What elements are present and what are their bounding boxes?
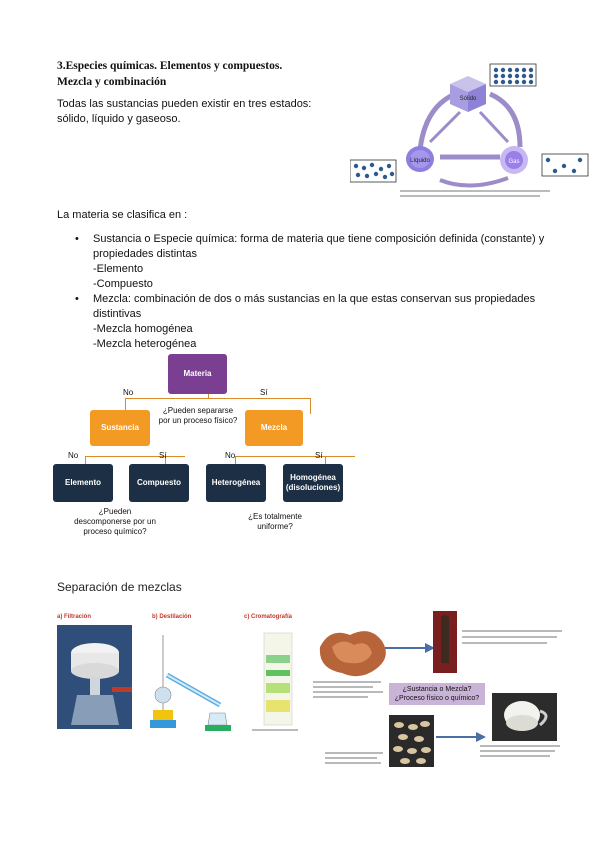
separation-title: Separación de mezclas <box>57 580 182 594</box>
liquid-label: Líquido <box>410 158 430 164</box>
solid-particles-icon <box>489 63 537 87</box>
solid-cube-icon <box>450 76 486 112</box>
filtration-label: a) Filtración <box>57 614 92 620</box>
tree-label-no: No <box>123 388 134 397</box>
tree-node-materia: Materia <box>168 354 227 394</box>
states-of-matter-diagram: Sólido Líquido Gas <box>350 63 589 197</box>
intro-paragraph: Todas las sustancias pueden existir en t… <box>57 98 312 125</box>
section-title-line1: 3.Especies químicas. Elementos y compues… <box>57 60 283 72</box>
liquid-blob-icon <box>406 146 434 172</box>
tree-node-compuesto: Compuesto <box>129 464 189 502</box>
list-subitem: -Elemento <box>93 263 144 275</box>
substance-or-mixture-question: ¿Sustancia o Mezcla? ¿Proceso físico o q… <box>389 683 485 705</box>
tree-label-si: Sí <box>315 451 323 460</box>
list-item-text: Sustancia o Especie química: forma de ma… <box>93 233 545 260</box>
tree-node-elemento: Elemento <box>53 464 113 502</box>
tree-node-sustancia: Sustancia <box>90 410 150 446</box>
liquid-particles-icon <box>350 159 397 183</box>
distillation-label: b) Destilación <box>152 614 192 620</box>
list-subitem: -Mezcla heterogénea <box>93 338 197 350</box>
list-item: Mezcla: combinación de dos o más sustanc… <box>75 292 550 352</box>
tree-node-heterogenea: Heterogénea <box>206 464 266 502</box>
tree-label-no: No <box>225 451 236 460</box>
tree-label-no: No <box>68 451 79 460</box>
beer-mug-photo <box>492 693 557 741</box>
gas-particles-icon <box>541 153 589 177</box>
classification-tree: Materia No Sí ¿Pueden separarse por un p… <box>40 350 370 540</box>
gas-label: Gas <box>508 159 519 165</box>
classification-lead: La materia se clasifica en : <box>57 209 188 221</box>
copper-ore-photo <box>319 631 386 677</box>
list-item-text: Mezcla: combinación de dos o más sustanc… <box>93 293 536 320</box>
list-item: Sustancia o Especie química: forma de ma… <box>75 232 550 292</box>
tree-label-si: Sí <box>260 388 268 397</box>
filtration-photo <box>57 625 132 729</box>
tree-label-si: Sí <box>159 451 167 460</box>
arrow-icon <box>436 732 486 742</box>
tree-node-homogenea: Homogénea (disoluciones) <box>283 464 343 502</box>
section-title-line2: Mezcla y combinación <box>57 76 167 88</box>
tree-question-chemical: ¿Pueden descomponerse por un proceso quí… <box>74 507 156 536</box>
tree-question-physical: ¿Pueden separarse por un proceso físico? <box>158 406 238 425</box>
list-subitem: -Compuesto <box>93 278 153 290</box>
chromatography-diagram <box>252 632 298 731</box>
classification-list: Sustancia o Especie química: forma de ma… <box>75 232 550 352</box>
chromatography-label: c) Cromatografía <box>244 614 293 620</box>
barley-grains-photo <box>389 715 434 767</box>
list-subitem: -Mezcla homogénea <box>93 323 193 335</box>
solid-label: Sólido <box>460 96 477 102</box>
gas-glow-icon <box>500 146 528 174</box>
tree-node-mezcla: Mezcla <box>245 410 303 446</box>
distillation-diagram <box>150 635 231 731</box>
statue-photo <box>433 611 457 673</box>
arrow-icon <box>385 643 435 653</box>
tree-question-uniform: ¿Es totalmente uniforme? <box>248 512 302 531</box>
section-title: 3.Especies químicas. Elementos y compues… <box>57 58 357 90</box>
